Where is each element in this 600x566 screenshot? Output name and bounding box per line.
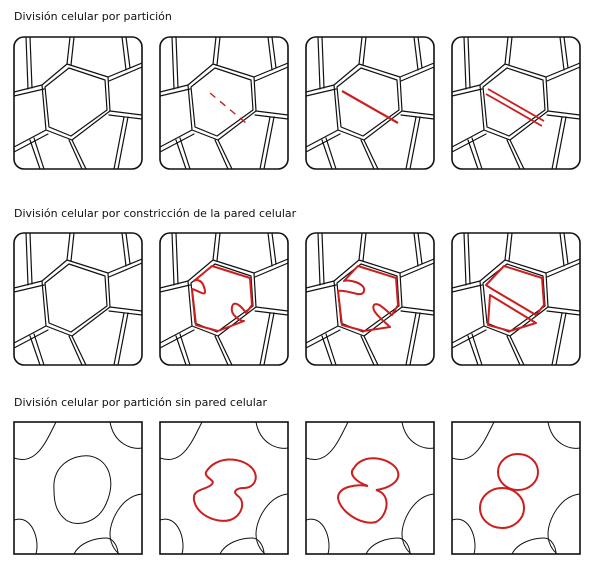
- dividing-cell: [336, 457, 400, 524]
- daughter-cell-top: [485, 265, 545, 316]
- daughter-cell-bottom: [487, 294, 537, 332]
- new-cell-wall-double: [485, 88, 545, 127]
- row-title-no-wall: División celular por partición sin pared…: [14, 396, 268, 409]
- row-title-constriction: División celular por constricción de la …: [14, 207, 297, 220]
- panel-partition-3: [305, 36, 435, 170]
- panel-constriction-4: [451, 232, 581, 366]
- constricting-cell: [191, 265, 253, 332]
- panel-partition-2: [159, 36, 289, 170]
- row-title-partition: División celular por partición: [14, 10, 172, 23]
- daughter-cell-bottom: [479, 487, 525, 529]
- panel-constriction-3: [305, 232, 435, 366]
- panel-constriction-1: [13, 232, 143, 366]
- new-cell-wall: [341, 90, 399, 124]
- dividing-cell: [192, 458, 257, 522]
- daughter-cell-top: [497, 453, 539, 491]
- division-plane-dashed: [209, 92, 247, 124]
- panel-no-wall-3: [305, 421, 435, 555]
- panel-partition-1: [13, 36, 143, 170]
- panel-no-wall-2: [159, 421, 289, 555]
- panel-constriction-2: [159, 232, 289, 366]
- panel-no-wall-1: [13, 421, 143, 555]
- panel-partition-4: [451, 36, 581, 170]
- panel-no-wall-4: [451, 421, 581, 555]
- constricting-cell: [337, 265, 399, 332]
